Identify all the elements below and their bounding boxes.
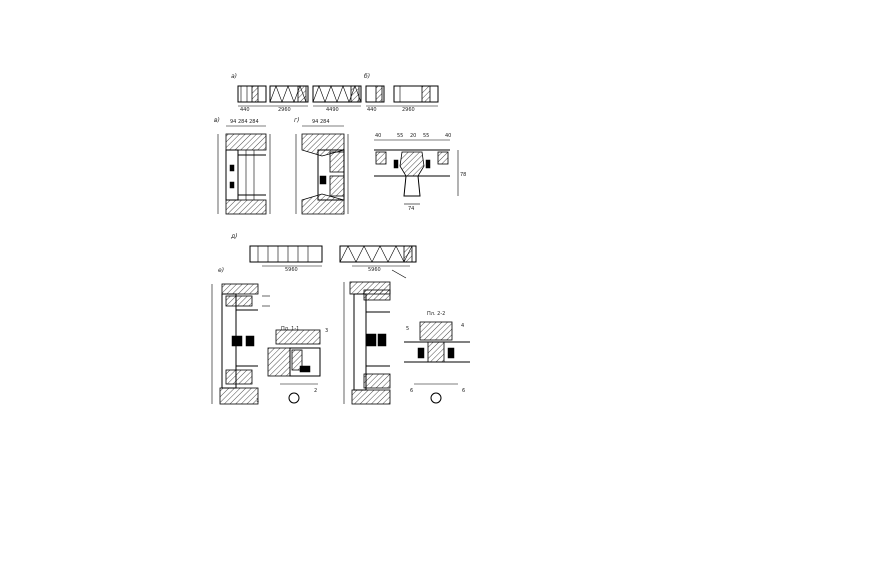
dim-b1: 440	[367, 107, 377, 113]
dim-a2: 2960	[278, 107, 291, 113]
callout-6b: 6	[462, 388, 465, 394]
section-e-right: Пл. 2-2 4 6 6 5	[343, 269, 470, 405]
callout-3: 3	[325, 328, 328, 334]
label-g: г)	[294, 117, 300, 124]
dim-b2: 2960	[402, 107, 415, 113]
label-d: д)	[230, 233, 238, 240]
dim-a1: 440	[240, 107, 250, 113]
dim-a3: 4490	[326, 107, 339, 113]
callout-6a: 6	[410, 388, 413, 394]
section-1-1: Пл. 1-1	[281, 326, 299, 332]
section-2-2: Пл. 2-2	[427, 311, 445, 317]
dim-v-top: 94 284 284	[230, 119, 259, 125]
dim-d-55a: 55	[397, 133, 403, 139]
callout-1: 1	[256, 398, 259, 404]
panel-sections-d2: д) 5960 5960	[230, 233, 417, 273]
label-e: е)	[218, 267, 224, 274]
dim-d-55b: 55	[423, 133, 429, 139]
dim-d-20: 20	[410, 133, 416, 139]
section-g: г) 94 284	[294, 117, 349, 215]
dim-g-top: 94 284	[312, 119, 330, 125]
dim-d-78: 78	[460, 172, 466, 178]
panel-sections-b: б) 440 2960	[364, 73, 439, 113]
label-v: в)	[214, 117, 220, 124]
section-v: в) 94 284 284	[214, 117, 271, 215]
dim-e-run: 5960	[285, 267, 298, 273]
panel-sections-a: а) 440 2960 4490	[231, 73, 362, 113]
callout-4: 4	[461, 323, 464, 329]
section-e-left: е) Пл. 1-1 1 2 3	[211, 267, 328, 405]
dim-d-40a: 40	[375, 133, 381, 139]
callout-5: 5	[406, 326, 409, 332]
callout-2: 2	[314, 388, 317, 394]
dim-e-run2: 5960	[368, 267, 381, 273]
dim-d-74: 74	[408, 206, 414, 212]
dim-d-40b: 40	[445, 133, 451, 139]
label-a: а)	[231, 73, 237, 80]
section-d: 40 55 20 55 40 74 78	[374, 133, 466, 212]
label-b: б)	[364, 73, 370, 80]
